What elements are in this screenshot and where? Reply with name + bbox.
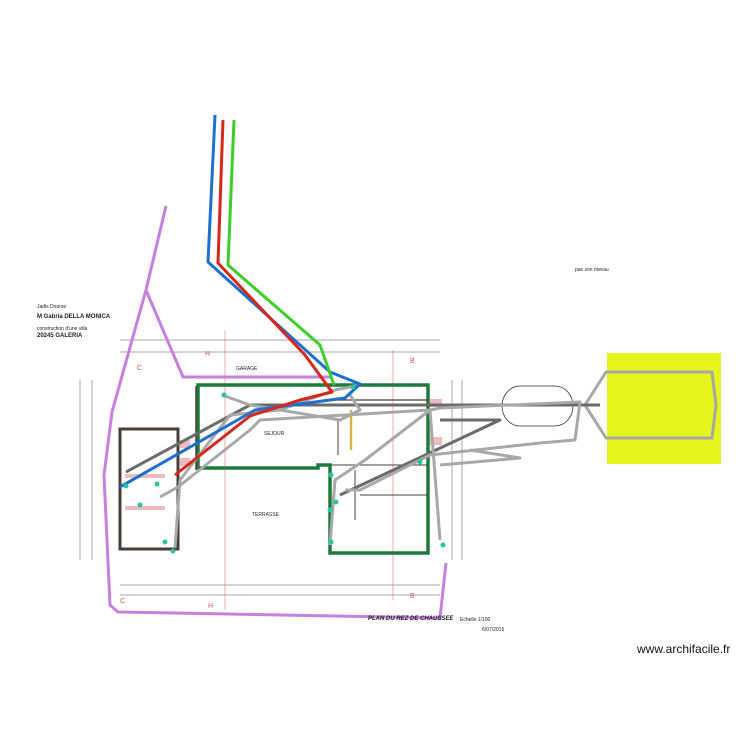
title-block-line4: 20245 GALERIA xyxy=(37,333,83,339)
title-block-line3: construction d'une villa xyxy=(37,326,88,332)
pink-markers xyxy=(125,399,442,510)
section-marker-c2: C xyxy=(120,598,125,605)
house-walls xyxy=(195,383,430,555)
room-label-garage: GARAGE xyxy=(236,366,258,372)
title-block-line1: Jadis Dourse xyxy=(37,304,67,310)
septic-area xyxy=(607,353,721,464)
note-right: pas son niveau xyxy=(575,267,609,273)
network-red xyxy=(174,119,334,477)
property-boundary-inner xyxy=(144,289,330,379)
watermark: www.archifacile.fr xyxy=(637,642,731,656)
dimension-lines xyxy=(79,330,463,610)
networks xyxy=(119,114,600,549)
plan-title: PLAN DU REZ DE CHAUSSEE xyxy=(368,616,454,622)
connection-points xyxy=(123,384,446,554)
section-marker-c: C xyxy=(137,365,142,372)
network-blue xyxy=(119,114,362,489)
title-block-owner: M Gabria DELLA MONICA xyxy=(37,314,111,320)
section-marker-h2: H xyxy=(208,603,213,610)
network-darkgray-2 xyxy=(339,418,502,497)
property-boundary xyxy=(102,205,448,620)
section-marker-b2: B xyxy=(410,593,415,600)
section-marker-b: B xyxy=(410,358,415,365)
plan-date: 6/07/2015 xyxy=(482,627,505,633)
network-gray-3 xyxy=(173,383,361,549)
network-gray xyxy=(159,400,582,499)
plan-scale: Echelle 1/100 xyxy=(460,617,491,623)
network-green xyxy=(226,119,336,386)
network-gray-5 xyxy=(439,448,522,467)
room-label-terrasse: TERRASSE xyxy=(252,512,279,518)
section-marker-h: H xyxy=(205,351,210,358)
network-gray-4 xyxy=(328,408,442,546)
network-gray-2 xyxy=(221,393,362,422)
room-label-sejour: SEJOUR xyxy=(264,431,285,437)
